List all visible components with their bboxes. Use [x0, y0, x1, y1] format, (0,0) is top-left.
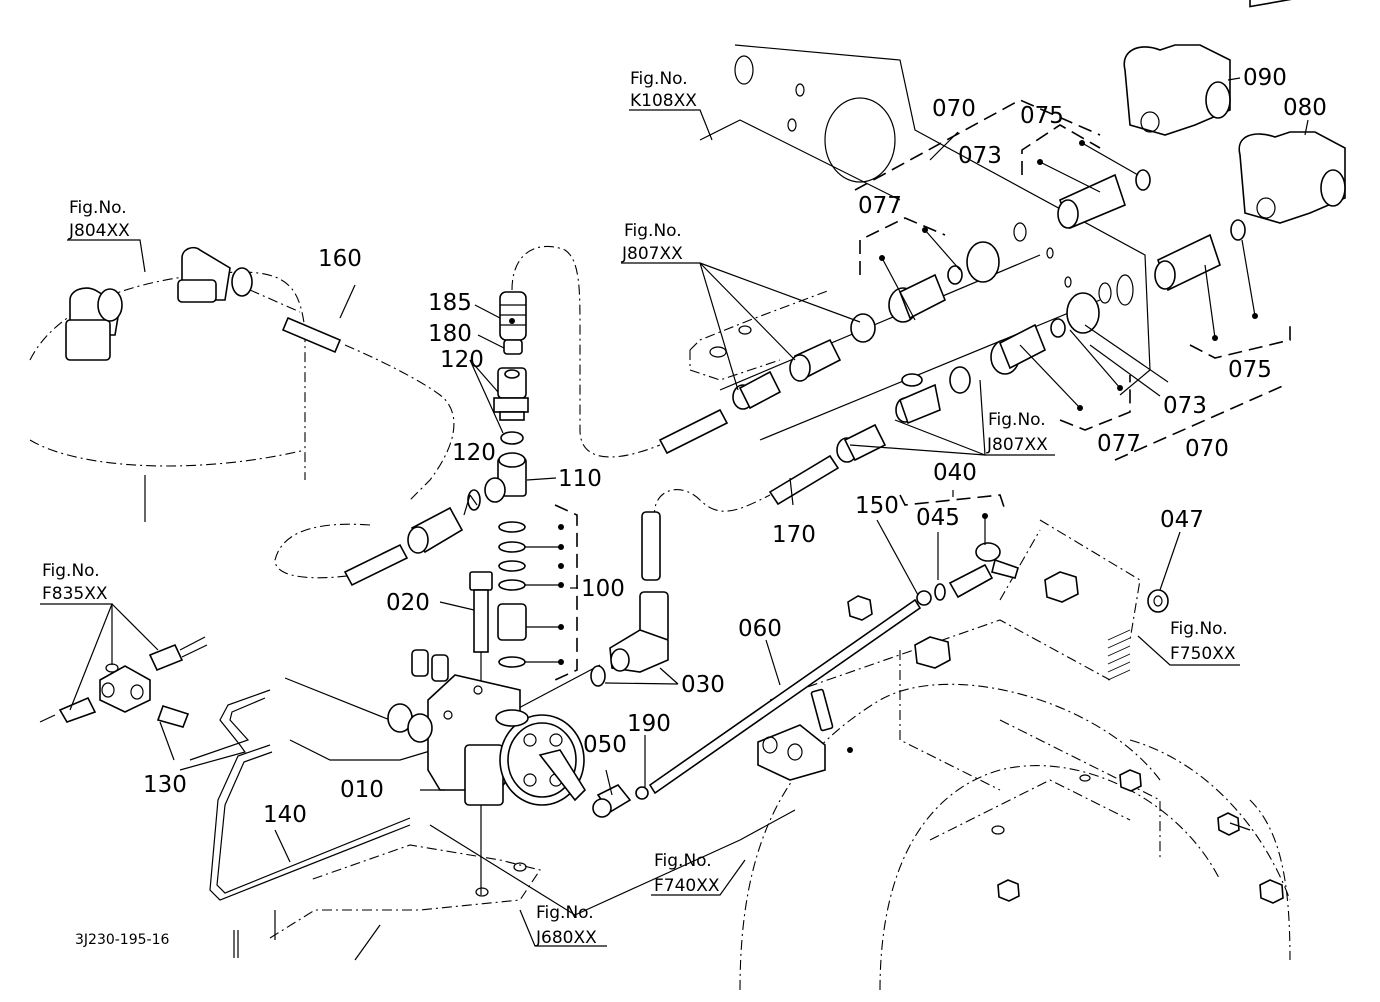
- fitting-075-upper: [1021, 124, 1151, 230]
- part-label-130[interactable]: 130: [143, 772, 187, 798]
- mounting-bracket: [689, 44, 1151, 396]
- fig-ref-prefix: Fig.No.: [69, 198, 127, 218]
- fig-ref-code: F835XX: [42, 584, 108, 604]
- nut-047: [1147, 589, 1169, 613]
- part-label-180[interactable]: 180: [428, 321, 472, 347]
- nut-190: [635, 786, 649, 800]
- fig-ref-j807-upper[interactable]: Fig.No. J807XX: [621, 221, 683, 264]
- fittings-row-upper: [732, 241, 1000, 410]
- valve-body-080: [1238, 0, 1346, 224]
- fig-ref-f750[interactable]: Fig.No. F750XX: [1170, 619, 1236, 664]
- part-label-075-top[interactable]: 075: [1020, 103, 1064, 129]
- bolt-020: [469, 571, 493, 895]
- fitting-120-left: [407, 489, 481, 554]
- fig-ref-prefix: Fig.No.: [42, 561, 100, 581]
- fig-ref-code: F740XX: [654, 876, 720, 896]
- engine-block: [739, 519, 1291, 991]
- fig-ref-f835[interactable]: Fig.No. F835XX: [42, 561, 108, 604]
- fig-ref-j807-lower[interactable]: Fig.No. J807XX: [986, 410, 1048, 455]
- part-label-150[interactable]: 150: [855, 493, 899, 519]
- part-label-020[interactable]: 020: [386, 590, 430, 616]
- fig-ref-f740[interactable]: Fig.No. F740XX: [654, 851, 720, 896]
- part-label-040[interactable]: 040: [933, 460, 977, 486]
- part-label-075-bottom[interactable]: 075: [1228, 357, 1272, 383]
- part-label-120-upper[interactable]: 120: [440, 347, 484, 373]
- part-label-140[interactable]: 140: [263, 802, 307, 828]
- base-plate: [233, 844, 541, 961]
- part-label-190[interactable]: 190: [627, 711, 671, 737]
- part-label-030[interactable]: 030: [681, 672, 725, 698]
- pin-050: [592, 783, 632, 818]
- part-label-073-top[interactable]: 073: [958, 143, 1002, 169]
- part-label-170[interactable]: 170: [772, 522, 816, 548]
- part-label-047[interactable]: 047: [1160, 507, 1204, 533]
- fitting-075-lower: [1154, 219, 1291, 359]
- leader-lines: [40, 77, 1309, 947]
- hose-sleeve-160: [281, 316, 342, 354]
- fig-ref-code: J807XX: [621, 244, 683, 264]
- fig-ref-prefix: Fig.No.: [536, 903, 594, 923]
- part-label-060[interactable]: 060: [738, 616, 782, 642]
- drawing-code: 3J230-195-16: [75, 932, 169, 948]
- part-label-160[interactable]: 160: [318, 246, 362, 272]
- fig-ref-prefix: Fig.No.: [1170, 619, 1228, 639]
- part-label-073-bottom[interactable]: 073: [1163, 393, 1207, 419]
- stud-060: [810, 688, 834, 732]
- group-brackets: [854, 99, 1286, 511]
- fig-ref-prefix: Fig.No.: [630, 69, 688, 89]
- rod-150: [648, 590, 932, 795]
- part-label-010[interactable]: 010: [340, 777, 384, 803]
- tee-110: [484, 452, 527, 503]
- part-label-080[interactable]: 080: [1283, 95, 1327, 121]
- fig-ref-code: K108XX: [630, 91, 697, 111]
- part-label-077-top[interactable]: 077: [858, 193, 902, 219]
- fig-ref-code: F750XX: [1170, 644, 1236, 664]
- fittings-row-lower: [836, 292, 1100, 463]
- pipe-140: [179, 689, 411, 901]
- fig-ref-prefix: Fig.No.: [654, 851, 712, 871]
- connector-185-180: [499, 291, 527, 355]
- part-label-077-bottom[interactable]: 077: [1097, 431, 1141, 457]
- seal-kit-100: [497, 504, 578, 681]
- hose-sleeve-lower: [343, 543, 409, 587]
- fig-ref-code: J680XX: [535, 928, 597, 948]
- hose-sleeve-upper: [658, 408, 729, 455]
- part-label-110[interactable]: 110: [558, 466, 602, 492]
- part-label-070-bottom[interactable]: 070: [1185, 436, 1229, 462]
- hose-sleeve-vertical: [641, 511, 661, 581]
- part-label-120-lower[interactable]: 120: [452, 440, 496, 466]
- fig-ref-code: J804XX: [68, 221, 130, 241]
- part-label-050[interactable]: 050: [583, 732, 627, 758]
- fig-ref-prefix: Fig.No.: [988, 410, 1046, 430]
- tee-f835: [39, 636, 208, 728]
- part-label-045[interactable]: 045: [916, 505, 960, 531]
- part-label-185[interactable]: 185: [428, 290, 472, 316]
- fig-ref-code: J807XX: [986, 435, 1048, 455]
- fig-ref-prefix: Fig.No.: [624, 221, 682, 241]
- fig-ref-k108[interactable]: Fig.No. K108XX: [630, 69, 697, 111]
- fig-ref-j804[interactable]: Fig.No. J804XX: [68, 198, 130, 241]
- part-labels: 090 080 070 075 073 077 075 073 077 070 …: [143, 65, 1327, 828]
- tank-elbow-fittings: [65, 246, 253, 361]
- part-label-070-top[interactable]: 070: [932, 96, 976, 122]
- pump-010: [387, 649, 587, 806]
- part-label-100[interactable]: 100: [581, 576, 625, 602]
- valve-body-090: [1123, 44, 1231, 136]
- elbow-030: [590, 591, 669, 687]
- ball-joint-040: [934, 513, 1019, 601]
- part-label-090[interactable]: 090: [1243, 65, 1287, 91]
- fig-ref-j680[interactable]: Fig.No. J680XX: [535, 903, 597, 948]
- fitting-120-upper: [493, 367, 529, 445]
- hose-sleeve-170: [768, 454, 840, 506]
- manifold-fitting: [757, 724, 853, 781]
